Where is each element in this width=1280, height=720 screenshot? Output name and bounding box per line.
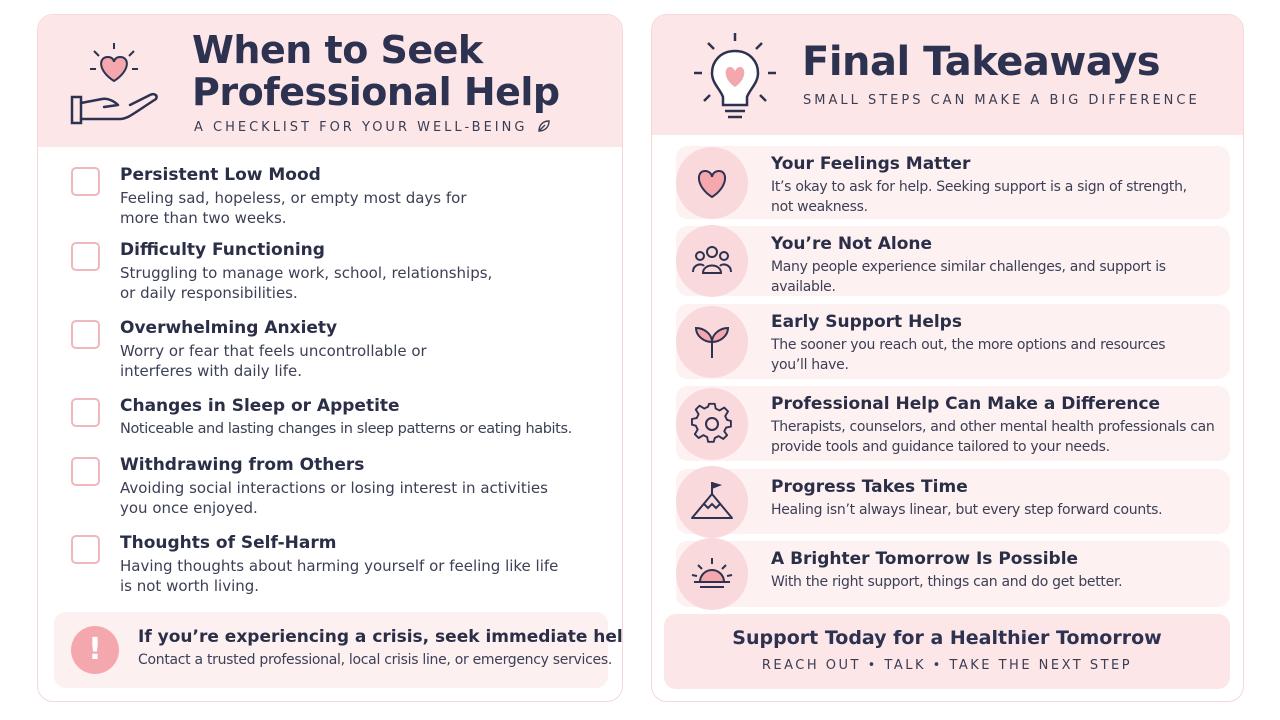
checklist-item-title: Persistent Low Mood	[120, 165, 321, 185]
checklist-item-desc: Worry or fear that feels uncontrollable …	[120, 342, 427, 380]
checklist-title-line-2: Professional Help	[192, 70, 560, 114]
takeaway-icon-circle	[676, 225, 748, 297]
takeaway-title: Progress Takes Time	[771, 477, 968, 497]
checklist-subtitle: A CHECKLIST FOR YOUR WELL-BEING	[194, 119, 553, 135]
checkbox[interactable]	[71, 167, 100, 196]
checklist-item-title: Thoughts of Self-Harm	[120, 533, 337, 553]
checklist-item-desc: Avoiding social interactions or losing i…	[120, 479, 548, 517]
takeaway-title: Your Feelings Matter	[771, 154, 971, 174]
checklist-item: Overwhelming Anxiety Worry or fear that …	[71, 318, 611, 380]
leaf-icon	[537, 120, 550, 132]
takeaway-desc: Healing isn’t always linear, but every s…	[771, 502, 1163, 518]
takeaway-desc: With the right support, things can and d…	[771, 574, 1123, 590]
takeaway-icon-circle	[676, 146, 748, 219]
takeaway-card: Early Support Helps The sooner you reach…	[676, 304, 1230, 379]
takeaways-panel: Final Takeaways SMALL STEPS CAN MAKE A B…	[651, 14, 1244, 702]
takeaway-desc: It’s okay to ask for help. Seeking suppo…	[771, 179, 1187, 215]
checklist-item: Thoughts of Self-Harm Having thoughts ab…	[71, 533, 611, 595]
checklist-title: When to Seek Professional Help	[192, 29, 612, 113]
checklist-item: Withdrawing from Others Avoiding social …	[71, 455, 611, 517]
takeaway-card: You’re Not Alone Many people experience …	[676, 225, 1230, 297]
alert-icon: !	[71, 626, 119, 674]
checklist-item-desc: Struggling to manage work, school, relat…	[120, 264, 493, 302]
checkbox[interactable]	[71, 535, 100, 564]
crisis-title: If you’re experiencing a crisis, seek im…	[138, 627, 623, 647]
checklist-item-desc: Feeling sad, hopeless, or empty most day…	[120, 189, 467, 227]
takeaways-subtitle: SMALL STEPS CAN MAKE A BIG DIFFERENCE	[803, 93, 1200, 108]
mountain-flag-icon	[691, 481, 733, 519]
checklist-item: Difficulty Functioning Struggling to man…	[71, 240, 611, 302]
takeaway-icon-circle	[676, 538, 748, 610]
takeaway-icon-circle	[676, 305, 748, 378]
gear-icon	[691, 402, 732, 443]
checklist-item-desc: Having thoughts about harming yourself o…	[120, 557, 559, 595]
people-icon	[692, 246, 732, 274]
support-banner: Support Today for a Healthier Tomorrow R…	[664, 614, 1230, 689]
checkbox[interactable]	[71, 457, 100, 486]
hand-heart-icon	[70, 43, 158, 125]
checklist-item-title: Withdrawing from Others	[120, 455, 365, 475]
takeaway-title: Early Support Helps	[771, 312, 962, 332]
takeaway-card: Progress Takes Time Healing isn’t always…	[676, 465, 1230, 538]
checklist-subtitle-text: A CHECKLIST FOR YOUR WELL-BEING	[194, 120, 528, 135]
crisis-desc: Contact a trusted professional, local cr…	[138, 652, 612, 668]
checklist-item-desc: Noticeable and lasting changes in sleep …	[120, 421, 572, 437]
takeaway-title: Professional Help Can Make a Difference	[771, 394, 1161, 414]
checkbox[interactable]	[71, 398, 100, 427]
sunrise-icon	[691, 558, 733, 588]
takeaway-desc: The sooner you reach out, the more optio…	[771, 337, 1166, 373]
takeaway-card: Your Feelings Matter It’s okay to ask fo…	[676, 146, 1230, 219]
checklist-item-title: Overwhelming Anxiety	[120, 318, 338, 338]
checklist-item-title: Difficulty Functioning	[120, 240, 325, 260]
checkbox[interactable]	[71, 320, 100, 349]
heart-icon	[698, 169, 726, 198]
support-title: Support Today for a Healthier Tomorrow	[732, 627, 1162, 649]
checklist-header: When to Seek Professional Help A CHECKLI…	[38, 15, 622, 147]
takeaway-desc: Therapists, counselors, and other mental…	[771, 419, 1215, 455]
takeaways-title: Final Takeaways	[802, 39, 1161, 85]
lightbulb-heart-icon	[694, 33, 776, 119]
takeaway-icon-circle	[676, 465, 748, 538]
takeaways-header: Final Takeaways SMALL STEPS CAN MAKE A B…	[652, 15, 1243, 135]
takeaway-card: A Brighter Tomorrow Is Possible With the…	[676, 538, 1230, 610]
sprout-icon	[694, 326, 730, 358]
takeaway-icon-circle	[676, 387, 748, 460]
checkbox[interactable]	[71, 242, 100, 271]
support-subtitle: REACH OUT • TALK • TAKE THE NEXT STEP	[761, 658, 1133, 673]
checklist-item: Persistent Low Mood Feeling sad, hopeles…	[71, 165, 611, 227]
checklist-item-title: Changes in Sleep or Appetite	[120, 396, 400, 416]
checklist-title-line-1: When to Seek	[192, 28, 483, 72]
checklist-panel: When to Seek Professional Help A CHECKLI…	[37, 14, 623, 702]
checklist-item: Changes in Sleep or Appetite Noticeable …	[71, 396, 611, 441]
takeaway-desc: Many people experience similar challenge…	[771, 259, 1166, 295]
takeaway-card: Professional Help Can Make a Difference …	[676, 386, 1230, 461]
takeaway-title: You’re Not Alone	[771, 234, 933, 254]
takeaway-title: A Brighter Tomorrow Is Possible	[771, 549, 1079, 569]
crisis-callout: ! If you’re experiencing a crisis, seek …	[54, 612, 622, 688]
